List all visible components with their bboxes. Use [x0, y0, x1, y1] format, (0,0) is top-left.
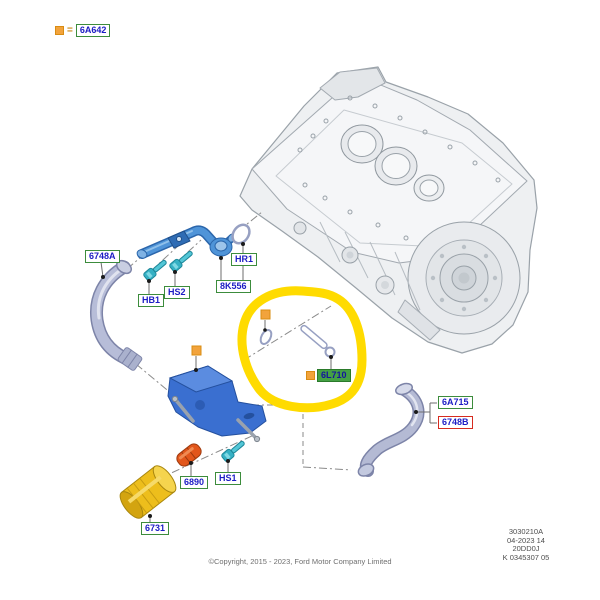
callout-6731[interactable]: 6731	[141, 522, 170, 535]
part-adapter-6890	[176, 443, 202, 467]
part-oring-hr1	[231, 223, 251, 245]
part-bolt-hs2	[168, 248, 196, 273]
callout-6l710[interactable]: 6L710	[317, 369, 351, 382]
callout-hs1[interactable]: HS1	[215, 472, 241, 485]
engine-block-illustration	[239, 66, 538, 354]
part-kit-tube-6l710	[300, 324, 336, 358]
kit-marker-icon	[306, 371, 315, 380]
kit-marker-icons	[191, 309, 271, 356]
leader-lines	[100, 244, 437, 522]
document-info: 3030210A 04-2023 14 20DD0J K 0345307 05	[477, 527, 575, 562]
callout-6890[interactable]: 6890	[180, 476, 209, 489]
kit-marker-icon	[55, 26, 64, 35]
doc-revision: K 0345307 05	[502, 552, 550, 562]
kit-marker-icon	[191, 345, 202, 356]
highlight-loop	[237, 286, 367, 413]
callout-hb1[interactable]: HB1	[138, 294, 165, 307]
part-hose-right	[357, 382, 425, 477]
doc-code: 20DD0J	[512, 544, 540, 554]
part-hose-6748a	[89, 259, 143, 371]
legend: = 6A642	[55, 24, 111, 37]
part-oil-filter-6731	[119, 465, 177, 519]
doc-date: 04-2023 14	[507, 535, 545, 545]
kit-marker-icon	[260, 309, 271, 320]
doc-number: 3030210A	[508, 527, 544, 536]
callout-hs2[interactable]: HS2	[164, 286, 190, 299]
callout-hr1[interactable]: HR1	[231, 253, 258, 266]
part-bracket	[167, 365, 267, 443]
callout-6748a[interactable]: 6748A	[85, 250, 120, 263]
callout-8k556[interactable]: 8K556	[216, 280, 251, 293]
equals-sign: =	[67, 24, 73, 36]
part-bolt-hb1	[142, 257, 170, 282]
callout-6a642[interactable]: 6A642	[75, 24, 111, 37]
callout-6a715[interactable]: 6A715	[438, 396, 473, 409]
leader-dots	[101, 242, 418, 518]
callout-6748b[interactable]: 6748B	[438, 416, 473, 429]
part-bolt-hs1	[220, 438, 248, 463]
part-clip	[259, 329, 273, 345]
copyright-text: ©Copyright, 2015 - 2023, Ford Motor Comp…	[208, 557, 392, 566]
